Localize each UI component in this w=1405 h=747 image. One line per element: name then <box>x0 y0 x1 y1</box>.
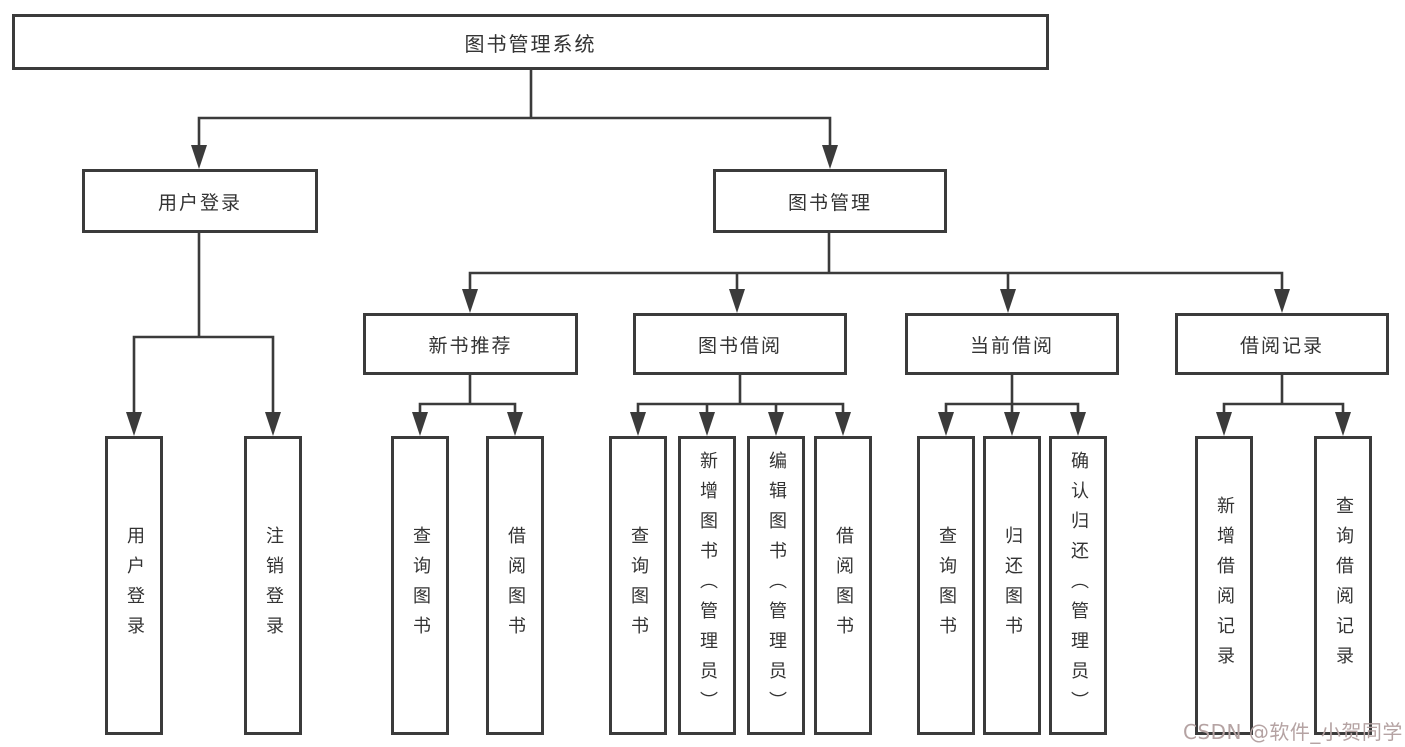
arrowhead <box>1335 412 1351 436</box>
node-book-management: 图书管理 <box>713 169 947 233</box>
leaf-user-login: 用户登录 <box>105 436 163 735</box>
node-label: 图书管理系统 <box>464 31 597 56</box>
arrowhead <box>1004 412 1020 436</box>
connector-borrow-records-children <box>1216 375 1351 436</box>
arrowhead <box>835 412 851 436</box>
connector-new-book-recommend-children <box>412 375 523 436</box>
leaf-borrow-books-recommend: 借阅图书 <box>486 436 544 735</box>
node-label: 当前借阅 <box>969 334 1054 357</box>
arrowhead <box>822 145 838 169</box>
leaf-add-books-admin: 新增图书（管理员） <box>678 436 736 735</box>
node-borrow-records: 借阅记录 <box>1175 313 1389 375</box>
leaf-query-books-current: 查询图书 <box>917 436 975 735</box>
node-root-library-system: 图书管理系统 <box>12 14 1049 70</box>
connector-current-borrow-children <box>938 375 1086 436</box>
leaf-borrow-books: 借阅图书 <box>814 436 872 735</box>
node-label: 借阅图书 <box>833 525 854 646</box>
node-user-login: 用户登录 <box>82 169 318 233</box>
leaf-query-books-borrow: 查询图书 <box>609 436 667 735</box>
arrowhead <box>1070 412 1086 436</box>
arrowhead <box>126 412 142 436</box>
node-current-borrow: 当前借阅 <box>905 313 1119 375</box>
arrowhead <box>265 412 281 436</box>
node-label: 注销登录 <box>263 525 284 646</box>
connector-book-management-children <box>462 233 1290 313</box>
arrowhead <box>630 412 646 436</box>
csdn-watermark: CSDN @软件_小贺同学 <box>1183 720 1403 744</box>
connector-root-to-level2 <box>191 69 838 169</box>
arrowhead <box>191 145 207 169</box>
leaf-edit-books-admin: 编辑图书（管理员） <box>747 436 805 735</box>
connector-user-login-children <box>126 233 281 436</box>
node-label: 新书推荐 <box>428 334 513 357</box>
leaf-query-borrow-record: 查询借阅记录 <box>1314 436 1372 735</box>
node-new-book-recommend: 新书推荐 <box>363 313 578 375</box>
node-label: 确认归还（管理员） <box>1068 450 1089 721</box>
node-label: 用户登录 <box>157 191 242 214</box>
node-label: 图书借阅 <box>697 334 782 357</box>
arrowhead <box>768 412 784 436</box>
leaf-add-borrow-record: 新增借阅记录 <box>1195 436 1253 735</box>
connector-book-borrow-children <box>630 375 851 436</box>
node-label: 归还图书 <box>1002 525 1023 646</box>
node-book-borrow: 图书借阅 <box>633 313 847 375</box>
node-label: 新增借阅记录 <box>1214 495 1235 676</box>
arrowhead <box>1274 289 1290 313</box>
node-label: 查询图书 <box>410 525 431 646</box>
node-label: 借阅记录 <box>1239 334 1324 357</box>
leaf-logout: 注销登录 <box>244 436 302 735</box>
arrowhead <box>729 289 745 313</box>
node-label: 图书管理 <box>787 191 872 214</box>
arrowhead <box>462 289 478 313</box>
arrowhead <box>1216 412 1232 436</box>
node-label: 新增图书（管理员） <box>697 450 718 721</box>
node-label: 借阅图书 <box>505 525 526 646</box>
arrowhead <box>938 412 954 436</box>
node-label: 用户登录 <box>124 525 145 646</box>
node-label: 编辑图书（管理员） <box>766 450 787 721</box>
arrowhead <box>412 412 428 436</box>
leaf-query-books-recommend: 查询图书 <box>391 436 449 735</box>
arrowhead <box>1000 289 1016 313</box>
leaf-confirm-return-admin: 确认归还（管理员） <box>1049 436 1107 735</box>
node-label: 查询图书 <box>628 525 649 646</box>
node-label: 查询借阅记录 <box>1333 495 1354 676</box>
arrowhead <box>507 412 523 436</box>
arrowhead <box>699 412 715 436</box>
leaf-return-books: 归还图书 <box>983 436 1041 735</box>
node-label: 查询图书 <box>936 525 957 646</box>
